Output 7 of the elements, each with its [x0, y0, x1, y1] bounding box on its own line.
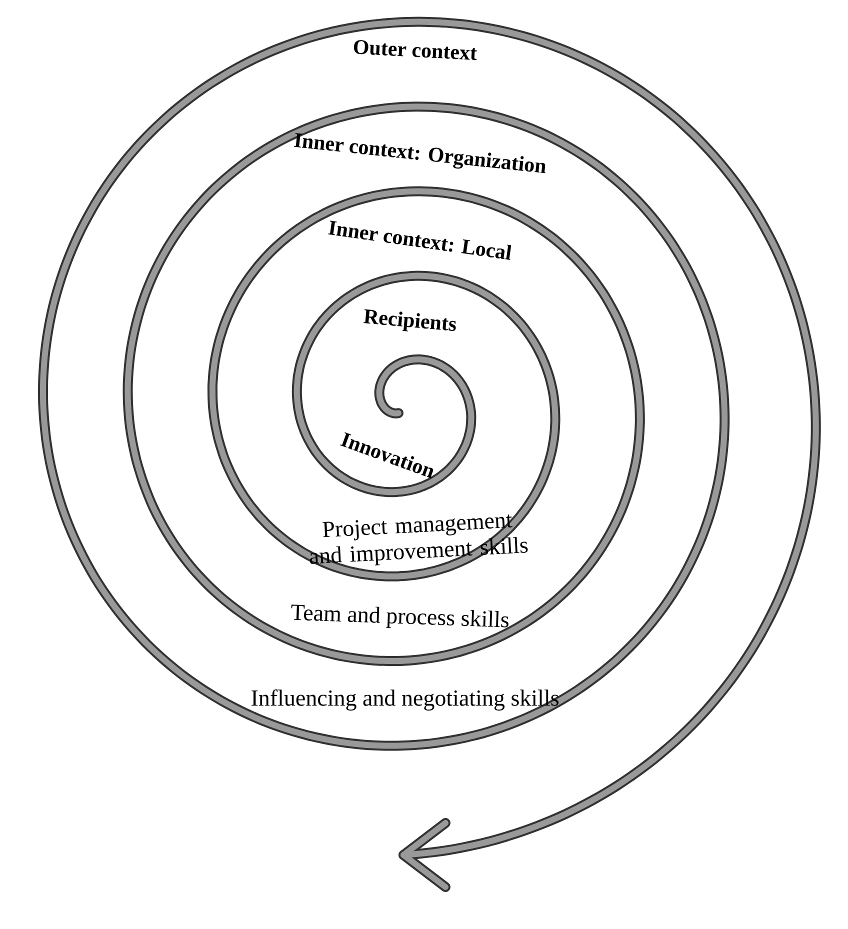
spiral-label: Recipients [364, 309, 456, 332]
spiral-label: Team and process skills [291, 604, 508, 628]
spiral-label: Influencing and negotiating skills [252, 689, 558, 711]
spiral-label: Outer context [354, 40, 477, 60]
spiral-label: Inner context: Organization [294, 133, 546, 174]
spiral-label: Inner context: Local [328, 220, 512, 260]
spiral-label: Project management and improvement skills [310, 514, 528, 566]
